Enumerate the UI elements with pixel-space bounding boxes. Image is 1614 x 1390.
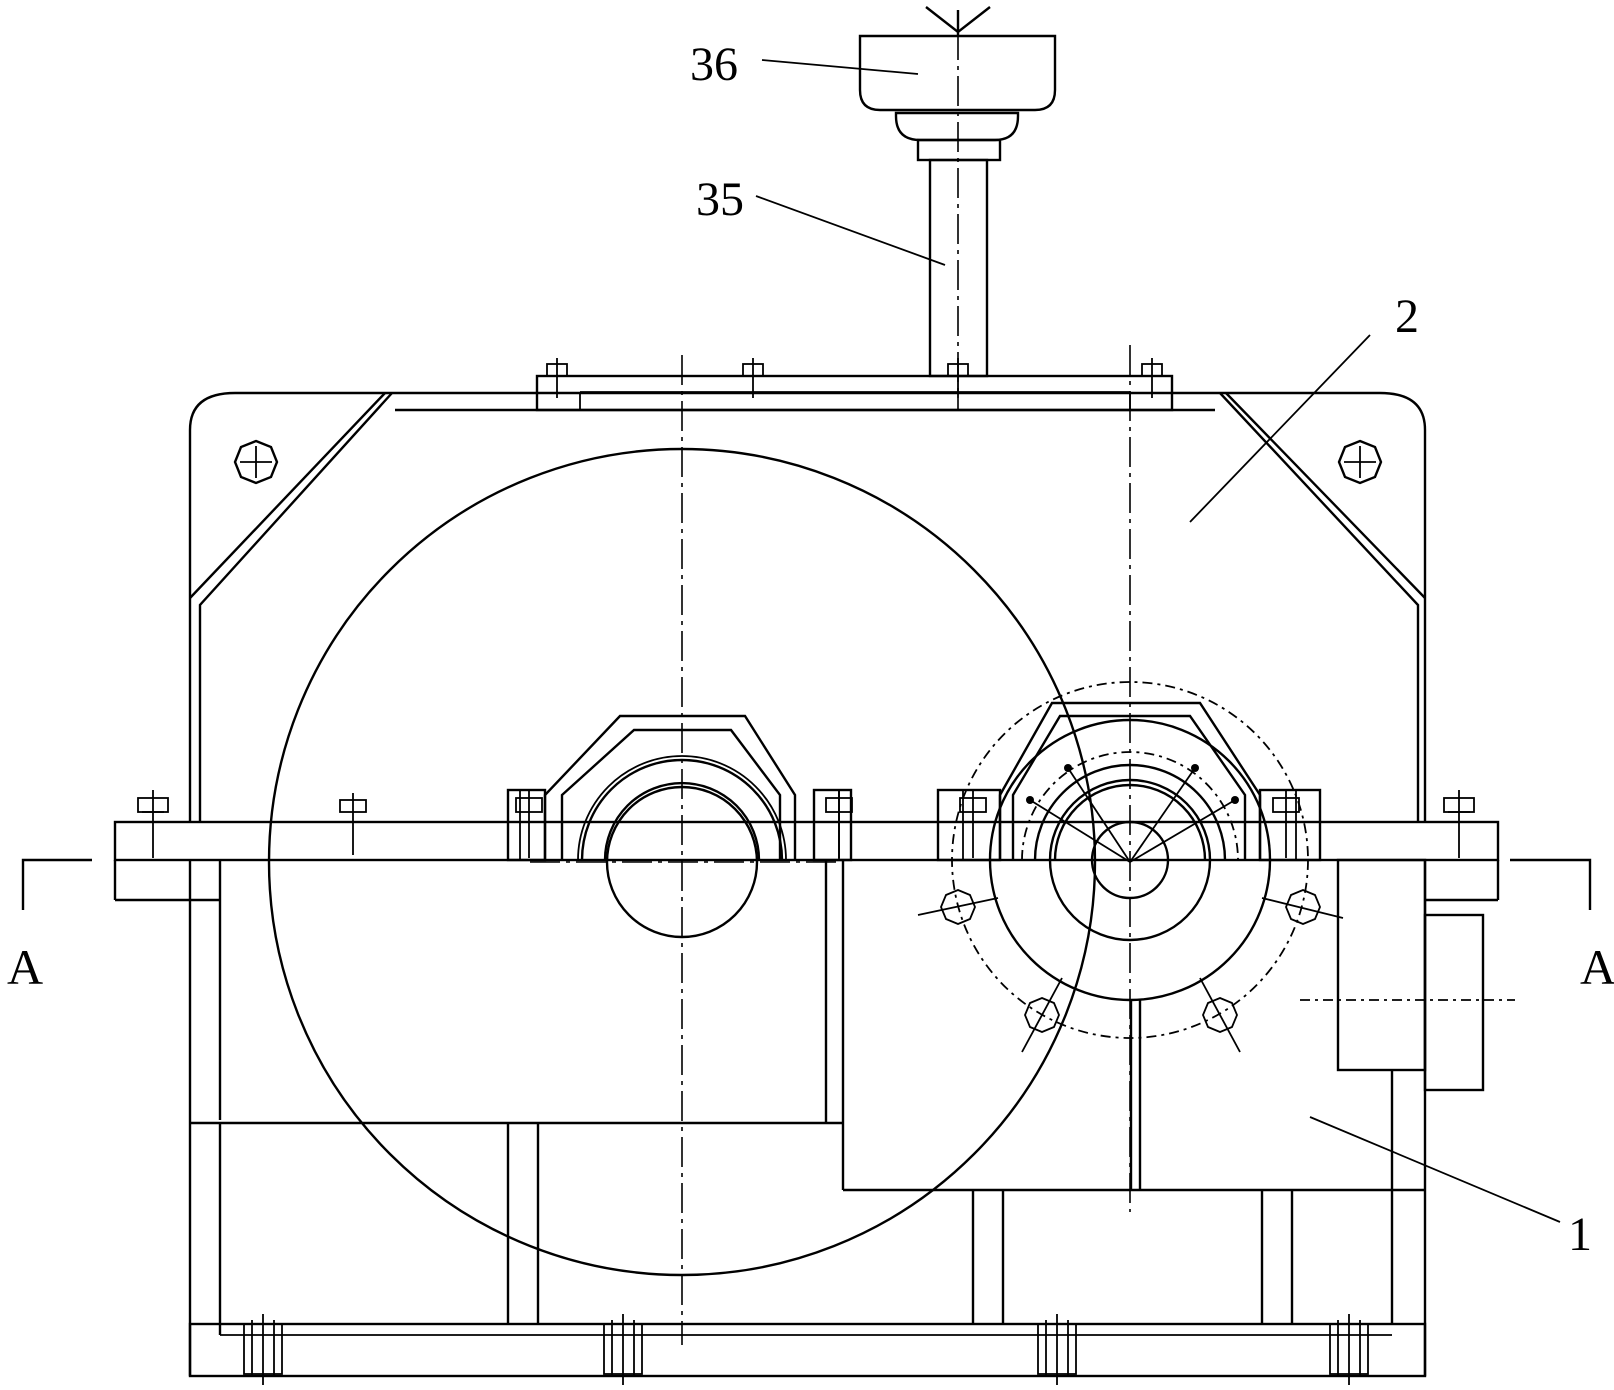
breather-pipe (916, 138, 1002, 378)
callout-1: 1 (1309, 1116, 1592, 1261)
section-label-right: A (1580, 939, 1614, 995)
flange-bolts (137, 790, 1475, 858)
lower-housing (188, 858, 1515, 1378)
section-mark-right: A (1510, 858, 1614, 995)
lifting-lug-left (233, 439, 279, 485)
center-lines (530, 30, 1131, 1345)
callout-label-2: 2 (1395, 290, 1419, 343)
left-bearing-block (506, 714, 853, 939)
callout-35: 35 (696, 173, 946, 266)
callout-label-36: 36 (690, 38, 738, 91)
split-flange (113, 820, 1500, 1120)
section-mark-left: A (7, 858, 92, 995)
breather-cap (858, 6, 1057, 142)
upper-housing (188, 374, 1427, 822)
callout-label-1: 1 (1568, 1208, 1592, 1261)
anchor-bolts (243, 1314, 1369, 1385)
lifting-lug-right (1337, 439, 1383, 485)
callout-2: 2 (1189, 290, 1419, 523)
callout-label-35: 35 (696, 173, 744, 226)
section-label-left: A (7, 939, 43, 995)
callout-36: 36 (690, 38, 919, 91)
